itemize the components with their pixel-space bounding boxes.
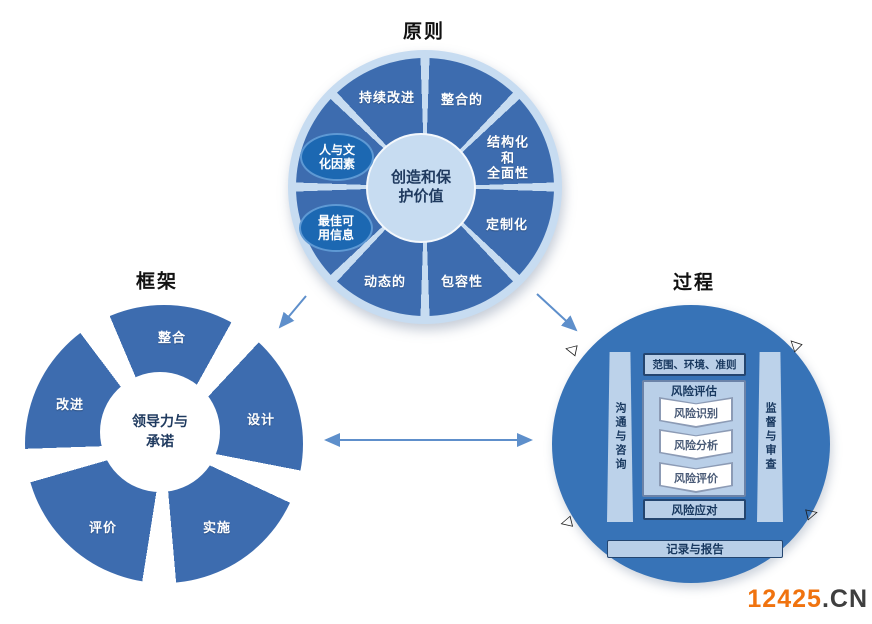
- process-monitoring-review-label: 监督与审查: [764, 402, 776, 472]
- process-communication-consultation-label: 沟通与咨询: [614, 402, 626, 472]
- process-risk-treatment-box: 风险应对: [643, 499, 746, 520]
- principle-structured-comprehensive: 结构化和 全面性: [486, 134, 529, 181]
- framework-design: 设计: [246, 412, 276, 428]
- principle-customized: 定制化: [485, 217, 529, 233]
- process-recording-reporting-box: 记录与报告: [607, 540, 783, 558]
- principles-wheel: 创造和保 护价值 持续改进 整合的 结构化和 全面性 定制化 包容性 动态的 人…: [288, 50, 562, 324]
- process-circle: 沟通与咨询 监督与审查 范围、环境、准则 风险评估 风险识别 风险分析 风险评价: [552, 305, 830, 583]
- process-title: 过程: [672, 272, 716, 294]
- process-risk-assessment-box: 风险评估 风险识别 风险分析 风险评价: [642, 380, 746, 497]
- principles-title: 原则: [402, 21, 446, 43]
- process-scope-context-criteria-box: 范围、环境、准则: [643, 353, 746, 376]
- principle-continual-improvement: 持续改进: [358, 90, 416, 106]
- arrow-principles-to-framework: [278, 295, 307, 329]
- process-risk-assessment-label: 风险评估: [671, 386, 717, 398]
- watermark-suffix: .CN: [821, 585, 868, 613]
- process-risk-evaluation-label: 风险评价: [674, 473, 718, 485]
- framework-improvement: 改进: [55, 397, 85, 413]
- framework-evaluation: 评价: [88, 520, 118, 536]
- principle-dynamic: 动态的: [363, 274, 407, 290]
- cycle-arrow-bottom-right-icon: ▷: [804, 502, 820, 523]
- framework-implementation: 实施: [202, 520, 232, 536]
- watermark: 12425.CN: [747, 585, 868, 614]
- process-monitoring-review-bar: 监督与审查: [757, 352, 783, 522]
- principle-human-cultural-factors-bubble: 人与文 化因素: [300, 133, 374, 181]
- framework-title: 框架: [135, 271, 179, 293]
- watermark-number: 12425: [747, 585, 822, 613]
- process-risk-identification-banner: 风险识别: [659, 397, 733, 428]
- process-risk-evaluation-banner: 风险评价: [659, 462, 733, 493]
- process-risk-analysis-banner: 风险分析: [659, 429, 733, 460]
- process-communication-consultation-bar: 沟通与咨询: [607, 352, 633, 522]
- framework-integration: 整合: [157, 330, 187, 346]
- cycle-arrow-top-left-icon: ◁: [563, 338, 579, 359]
- principle-inclusive: 包容性: [440, 274, 484, 290]
- process-risk-analysis-label: 风险分析: [674, 440, 718, 452]
- framework-wheel: 领导力与 承诺 整合 设计 实施 评价 改进: [25, 305, 303, 583]
- arrow-principles-to-process: [536, 293, 578, 332]
- principle-integrated: 整合的: [440, 92, 484, 108]
- process-risk-identification-label: 风险识别: [674, 408, 718, 420]
- framework-center-label: 领导力与 承诺: [100, 372, 220, 492]
- principle-best-available-information-bubble: 最佳可 用信息: [299, 204, 373, 252]
- principles-center-label: 创造和保 护价值: [366, 133, 476, 243]
